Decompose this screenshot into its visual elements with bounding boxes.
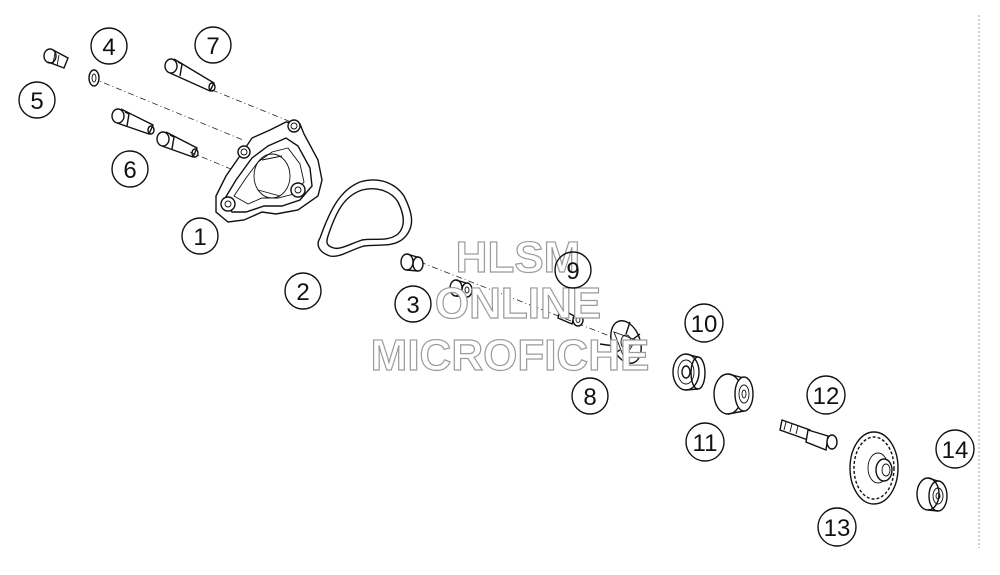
part-10-bearing [672,353,706,391]
callout-7-label: 7 [206,33,219,60]
callout-2-label: 2 [296,279,309,306]
callout-14-label: 14 [942,437,969,464]
callout-13-label: 13 [824,515,851,542]
callout-13: 13 [817,507,857,547]
part-5-bolt [43,48,69,69]
callout-9: 9 [554,251,592,289]
part-1-pump-cover [215,119,323,223]
watermark-line-1: HLSM [456,233,581,282]
watermark-line-3: MICROFICHE [371,331,650,380]
callout-2: 2 [284,272,322,310]
callout-14: 14 [935,429,975,469]
callout-11-label: 11 [693,430,718,457]
callout-9-label: 9 [566,258,579,285]
callout-5-label: 5 [30,88,43,115]
callout-10-label: 10 [691,311,718,338]
callout-4: 4 [90,27,128,65]
callout-8-label: 8 [583,384,596,411]
watermark: HLSM ONLINE MICROFICHE [370,232,650,380]
callout-5: 5 [18,81,56,119]
callout-1: 1 [181,217,219,255]
callout-4-label: 4 [102,34,115,61]
callout-11: 11 [685,422,725,462]
part-9-pin [557,306,584,327]
callout-1-label: 1 [193,224,206,251]
axis-line-long-bolt [211,89,297,125]
callout-8: 8 [571,377,609,415]
part-6-bolts [111,108,199,158]
part-11-bearing [713,373,754,415]
callout-7: 7 [194,26,232,64]
callout-6: 6 [111,150,149,188]
part-3-sleeve [400,253,473,298]
part-13-gear [849,431,899,505]
part-12-shaft [779,419,838,451]
axis-line-short-bolt [189,151,239,173]
axis-line-washer [91,77,244,141]
part-8-impeller [599,320,642,364]
callout-3: 3 [394,285,432,323]
callout-6-label: 6 [123,157,136,184]
callout-10: 10 [684,303,724,343]
watermark-line-2: ONLINE [435,279,601,328]
part-7-long-bolt [164,58,216,92]
part-2-gasket [317,179,413,258]
part-4-washer [88,69,100,87]
callout-12: 12 [806,375,846,415]
callout-12-label: 12 [813,383,840,410]
part-14-bearing [916,477,948,512]
callout-3-label: 3 [406,292,419,319]
axis-line-shaft [419,261,626,343]
